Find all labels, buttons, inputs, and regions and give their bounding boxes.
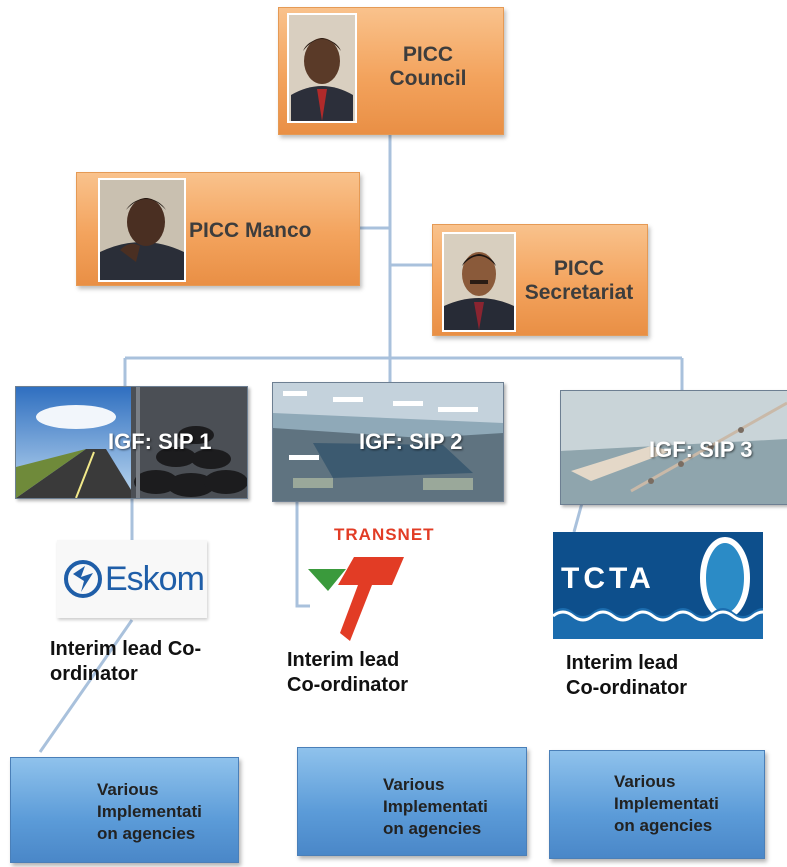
tcta-logo-text: TCTA [561,562,655,595]
agency-box-1: Various Implementati on agencies [10,757,239,863]
sip3-image: IGF: SIP 3 [560,390,787,505]
transnet-logo: TRANSNET [306,525,434,645]
eskom-logo: Eskom [57,540,207,618]
coordinator-label-2: Interim lead Co-ordinator [287,649,409,696]
transnet-logo-text: TRANSNET [334,525,435,544]
sip3-to-tcta [572,502,584,533]
secretariat-portrait [442,232,516,332]
council-label: PICC Council [389,43,467,90]
agency-label-2: Various Implementati on agencies [383,775,488,838]
manco-label: PICC Manco [189,219,312,242]
sip2-label: IGF: SIP 2 [359,429,463,454]
picc-council-box: PICC Council [278,7,504,135]
sip1-image: IGF: SIP 1 [15,386,248,499]
tcta-logo: TCTA [553,532,763,639]
agency-box-3: Various Implementati on agencies [549,750,765,859]
sip2-to-transnet [295,500,310,608]
sip1-label: IGF: SIP 1 [108,429,212,454]
coordinator-label-1: Interim lead Co- ordinator [50,638,202,685]
manco-portrait [98,178,186,282]
eskom-logo-text: Eskom [105,560,205,598]
sip3-label: IGF: SIP 3 [649,437,753,462]
agency-box-2: Various Implementati on agencies [297,747,527,856]
picc-secretariat-box: PICC Secretariat [432,224,648,336]
picc-manco-box: PICC Manco [76,172,360,286]
secretariat-label: PICC Secretariat [524,257,634,304]
agency-label-1: Various Implementati on agencies [97,780,202,843]
council-portrait [287,13,357,123]
coordinator-label-3: Interim lead Co-ordinator [566,652,688,699]
agency-label-3: Various Implementati on agencies [614,772,719,835]
eskom-to-agency [38,619,134,753]
sip2-image: IGF: SIP 2 [272,382,504,502]
